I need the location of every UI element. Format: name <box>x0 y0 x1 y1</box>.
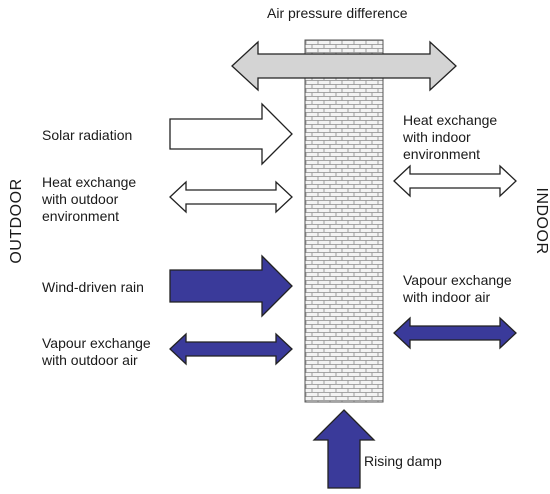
heat-indoor-line-1: Heat exchange <box>403 112 498 128</box>
wind-driven-rain-arrow <box>169 254 293 318</box>
heat-indoor-line-3: environment <box>403 146 481 162</box>
solar-radiation-arrow <box>169 102 293 166</box>
vapour-indoor-line-2: with indoor air <box>403 289 491 305</box>
indoor-label: INDOOR <box>533 187 550 255</box>
vapour-exchange-outdoor-label: Vapour exchange with outdoor air <box>42 335 151 369</box>
wind-driven-rain-label: Wind-driven rain <box>42 279 144 295</box>
air-pressure-label: Air pressure difference <box>267 5 408 21</box>
rising-damp-label: Rising damp <box>364 453 442 469</box>
heat-indoor-line-2: with indoor <box>403 129 471 145</box>
heat-exchange-indoor-label: Heat exchange with indoor environment <box>403 112 497 163</box>
vapour-indoor-line-1: Vapour exchange <box>403 272 512 288</box>
wall <box>304 39 384 403</box>
solar-radiation-label: Solar radiation <box>42 127 133 143</box>
vapour-outdoor-line-2: with outdoor air <box>42 352 138 368</box>
vapour-exchange-indoor-arrow <box>393 316 517 350</box>
outdoor-label: OUTDOOR <box>8 178 25 264</box>
heat-outdoor-line-1: Heat exchange <box>42 174 137 190</box>
vapour-exchange-outdoor-arrow <box>169 332 293 366</box>
heat-outdoor-line-3: environment <box>42 208 120 224</box>
vapour-outdoor-line-1: Vapour exchange <box>42 335 151 351</box>
heat-exchange-indoor-arrow <box>393 164 517 198</box>
heat-exchange-outdoor-label: Heat exchange with outdoor environment <box>42 174 136 225</box>
air-pressure-arrow <box>231 40 457 92</box>
rising-damp-arrow <box>312 409 376 489</box>
vapour-exchange-indoor-label: Vapour exchange with indoor air <box>403 272 512 306</box>
heat-exchange-outdoor-arrow <box>169 180 293 214</box>
heat-outdoor-line-2: with outdoor <box>42 191 119 207</box>
